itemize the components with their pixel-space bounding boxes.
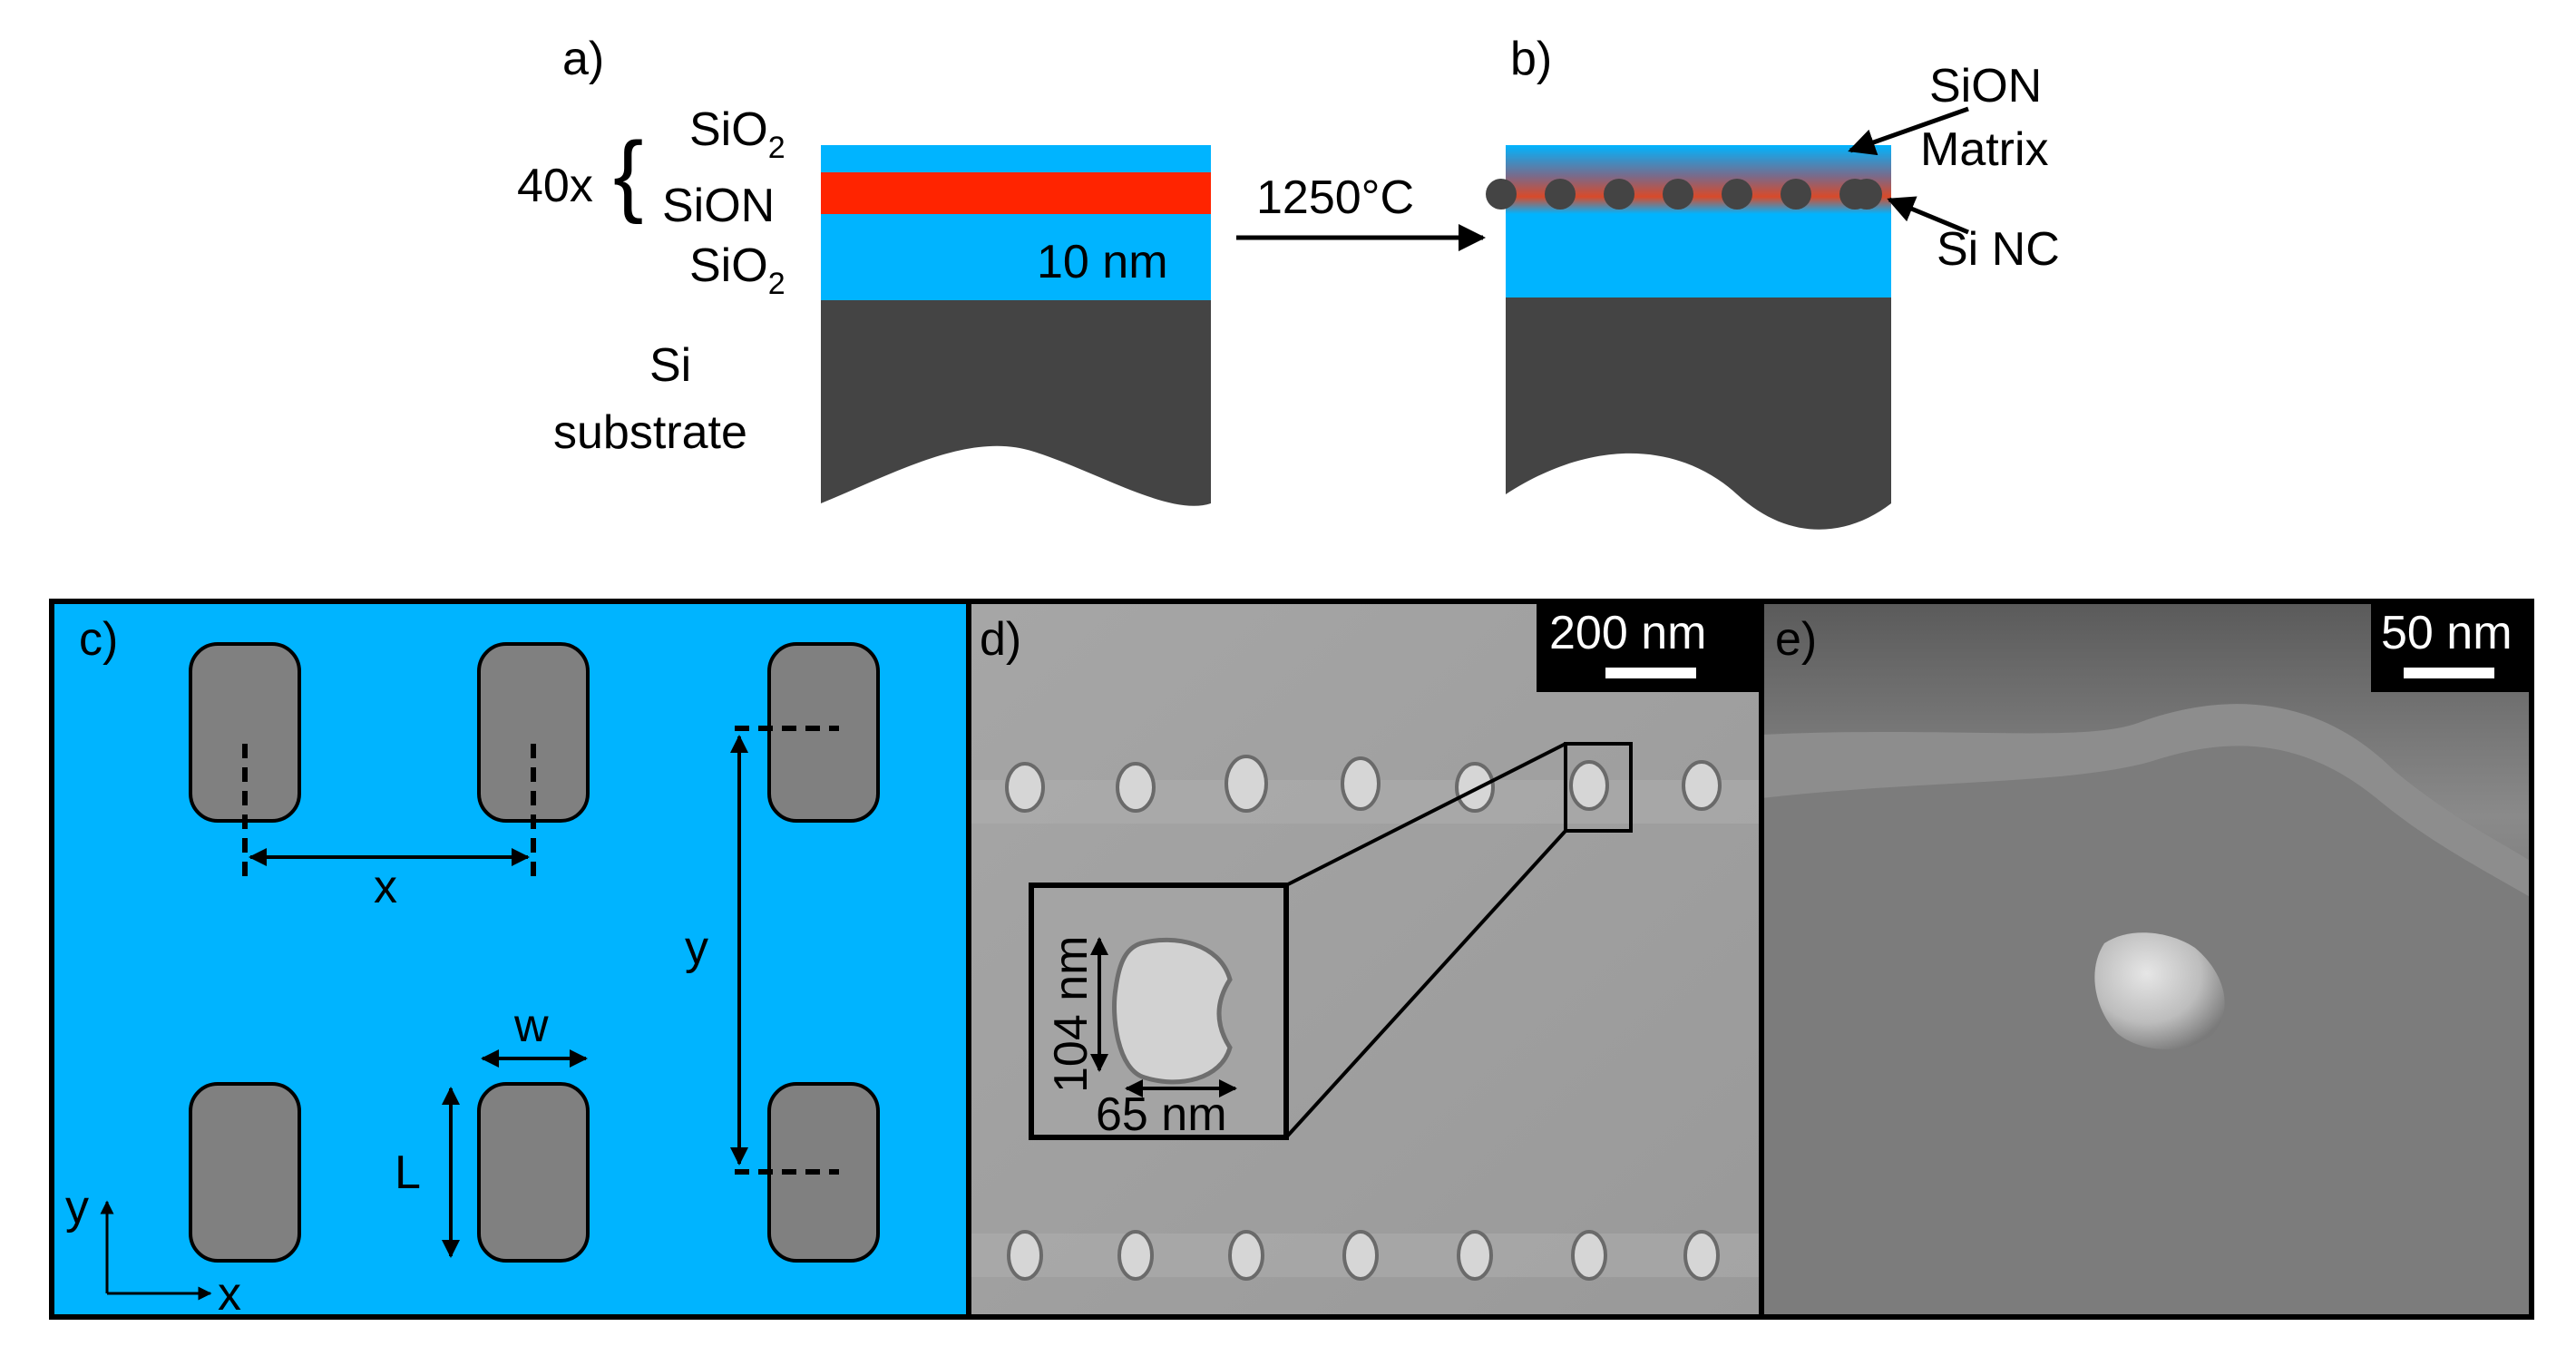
sion-layer: [821, 172, 1211, 214]
panel-d: d) 200 nm 104 nm 65 nm: [969, 601, 1761, 1317]
brace: {: [613, 123, 643, 225]
inset: 104 nm 65 nm: [1029, 883, 1289, 1141]
scale-bar-d: [1605, 668, 1696, 678]
sem-pad: [1455, 762, 1495, 813]
inset-height-label: 104 nm: [1045, 936, 1098, 1093]
sem-pads-top: [1005, 755, 1722, 813]
scale-bar-label-e: 50 nm: [2381, 607, 2513, 659]
panel-e: e) 50 nm: [1761, 601, 2532, 1317]
panel-c-label: c): [79, 613, 118, 666]
sio2-top-layer: [821, 145, 1211, 172]
sem-pad: [1007, 1230, 1043, 1281]
sem-pad: [1571, 1230, 1607, 1281]
sem-pad: [1683, 1230, 1720, 1281]
substrate-label-1: Si: [649, 339, 691, 392]
scale-bar-e: [2404, 668, 2494, 678]
pads: [189, 642, 880, 1263]
si-nc-label: Si NC: [1937, 223, 2060, 276]
panel-b-label: b): [1510, 33, 1552, 85]
sem-pad: [1682, 760, 1722, 811]
panel-a-label: a): [562, 33, 604, 85]
si-nanocrystals: [1486, 179, 1882, 210]
matrix-pointer: [1848, 106, 1969, 156]
panel-a: a) SiO2 40x { SiON SiO2 10 nm Si substra…: [517, 33, 1211, 506]
sem-pad: [1342, 1230, 1379, 1281]
thickness-label: 10 nm: [1037, 236, 1168, 288]
axis-y-label: y: [65, 1181, 89, 1234]
sio2-layer-b: [1506, 214, 1891, 297]
axis-x-label: x: [218, 1268, 241, 1321]
sem-pad: [1117, 1230, 1154, 1281]
nanoparticle: [2094, 932, 2225, 1049]
sem-pad: [1569, 760, 1609, 811]
sem-pad: [1457, 1230, 1493, 1281]
si-nc: [1781, 179, 1811, 210]
pad: [477, 1082, 590, 1263]
sem-pad: [1225, 755, 1268, 813]
panel-c: c) x y w L y x: [52, 601, 969, 1321]
matrix-label-2: Matrix: [1920, 123, 2049, 176]
sio2-bottom-layer: [821, 214, 1211, 300]
panel-d-label: d): [980, 613, 1021, 666]
si-nc-pointer: [1887, 196, 1969, 235]
bottom-panel-frame: [49, 599, 2534, 1320]
panel-e-label: e): [1775, 613, 1817, 666]
panel-b: b) SiON Matrix Si NC: [1486, 33, 2060, 530]
middle-layer-label: SiON: [662, 180, 775, 232]
zoom-line-top: [1285, 742, 1566, 887]
sem-pad: [1116, 762, 1156, 813]
si-nc: [1722, 179, 1752, 210]
si-nc: [1604, 179, 1634, 210]
repeat-label: 40x: [517, 160, 593, 212]
sem-pad: [1005, 762, 1045, 813]
sem-pad: [1228, 1230, 1264, 1281]
sem-pad: [1341, 756, 1381, 811]
si-substrate-b: [1506, 297, 1891, 530]
si-nc: [1486, 179, 1517, 210]
anneal-arrow: 1250°C: [1236, 171, 1486, 251]
x-dimension-label: x: [374, 861, 397, 913]
top-layer-label: SiO2: [689, 103, 785, 165]
w-dimension-label: w: [513, 1000, 549, 1052]
si-nc: [1545, 179, 1576, 210]
zoom-line-bottom: [1284, 829, 1567, 1139]
matrix-label-1: SiON: [1929, 60, 2042, 112]
pad: [767, 642, 880, 823]
sem-pads-bottom: [1007, 1230, 1720, 1281]
pad: [189, 1082, 301, 1263]
film-edge-highlight: [1761, 704, 2532, 898]
bottom-layer-label: SiO2: [689, 239, 785, 301]
si-nc: [1851, 179, 1882, 210]
scale-bar-label-d: 200 nm: [1549, 607, 1706, 659]
zoom-box: [1564, 742, 1633, 833]
si-nc: [1663, 179, 1693, 210]
substrate-label-2: substrate: [553, 406, 747, 459]
anneal-temperature: 1250°C: [1256, 171, 1414, 224]
inset-pad: [1112, 937, 1233, 1085]
l-dimension-label: L: [395, 1146, 421, 1199]
si-substrate-a: [821, 300, 1211, 506]
inset-width-label: 65 nm: [1096, 1088, 1227, 1141]
y-dimension-label: y: [685, 922, 708, 974]
